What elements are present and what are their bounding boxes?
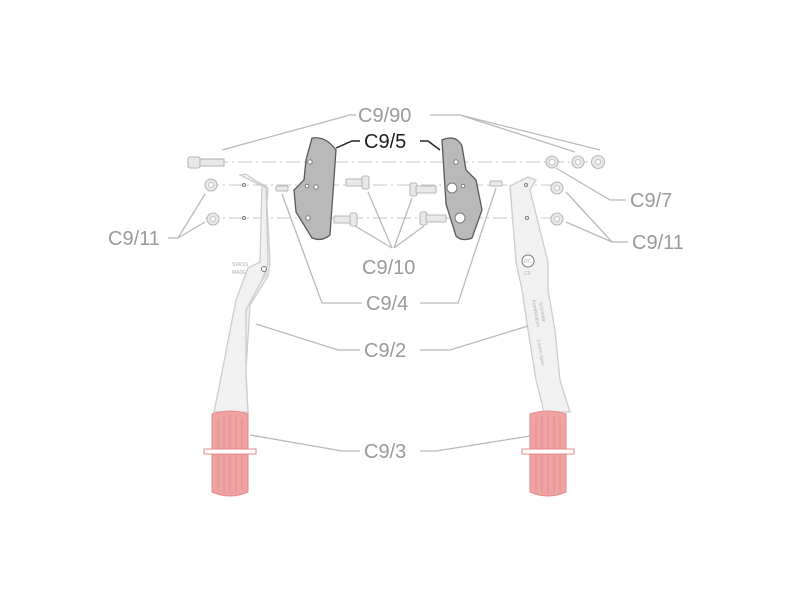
label-c9-90: C9/90 xyxy=(358,105,411,127)
label-c9-7: C9/7 xyxy=(630,190,672,212)
label-c9-3: C9/3 xyxy=(364,441,406,463)
svg-text:MADE: MADE xyxy=(232,270,247,276)
part-labels: C9/90 C9/5 C9/7 C9/11 C9/11 C9/10 C9/4 C… xyxy=(108,105,684,463)
hardware xyxy=(187,154,606,227)
label-c9-2: C9/2 xyxy=(364,340,406,362)
right-handle: RC C9 Kombination Schneide Lorem spec xyxy=(509,176,571,413)
left-handle: SWISS MADE xyxy=(213,173,271,417)
svg-text:Lorem spec: Lorem spec xyxy=(535,339,546,366)
left-screws xyxy=(333,175,370,227)
dowel-pins xyxy=(275,180,503,192)
left-nuts xyxy=(204,178,220,226)
label-c9-11-right: C9/11 xyxy=(632,232,684,254)
right-screws xyxy=(409,182,447,226)
leader-lines xyxy=(168,114,628,452)
svg-text:Schneide: Schneide xyxy=(537,301,547,323)
svg-text:Kombination: Kombination xyxy=(530,299,541,328)
svg-text:SWISS: SWISS xyxy=(232,262,249,268)
label-c9-4: C9/4 xyxy=(366,293,408,315)
left-blade xyxy=(293,137,337,241)
assembly-axes xyxy=(190,161,605,219)
label-c9-11-left: C9/11 xyxy=(108,228,160,250)
label-c9-10: C9/10 xyxy=(362,257,415,279)
right-nuts xyxy=(545,154,606,226)
svg-text:RC: RC xyxy=(524,259,532,265)
left-grip xyxy=(203,410,257,497)
long-bolt xyxy=(187,156,225,169)
right-grip xyxy=(521,410,575,497)
svg-text:C9: C9 xyxy=(524,271,531,277)
right-blade xyxy=(441,137,483,241)
label-c9-5: C9/5 xyxy=(364,131,406,153)
